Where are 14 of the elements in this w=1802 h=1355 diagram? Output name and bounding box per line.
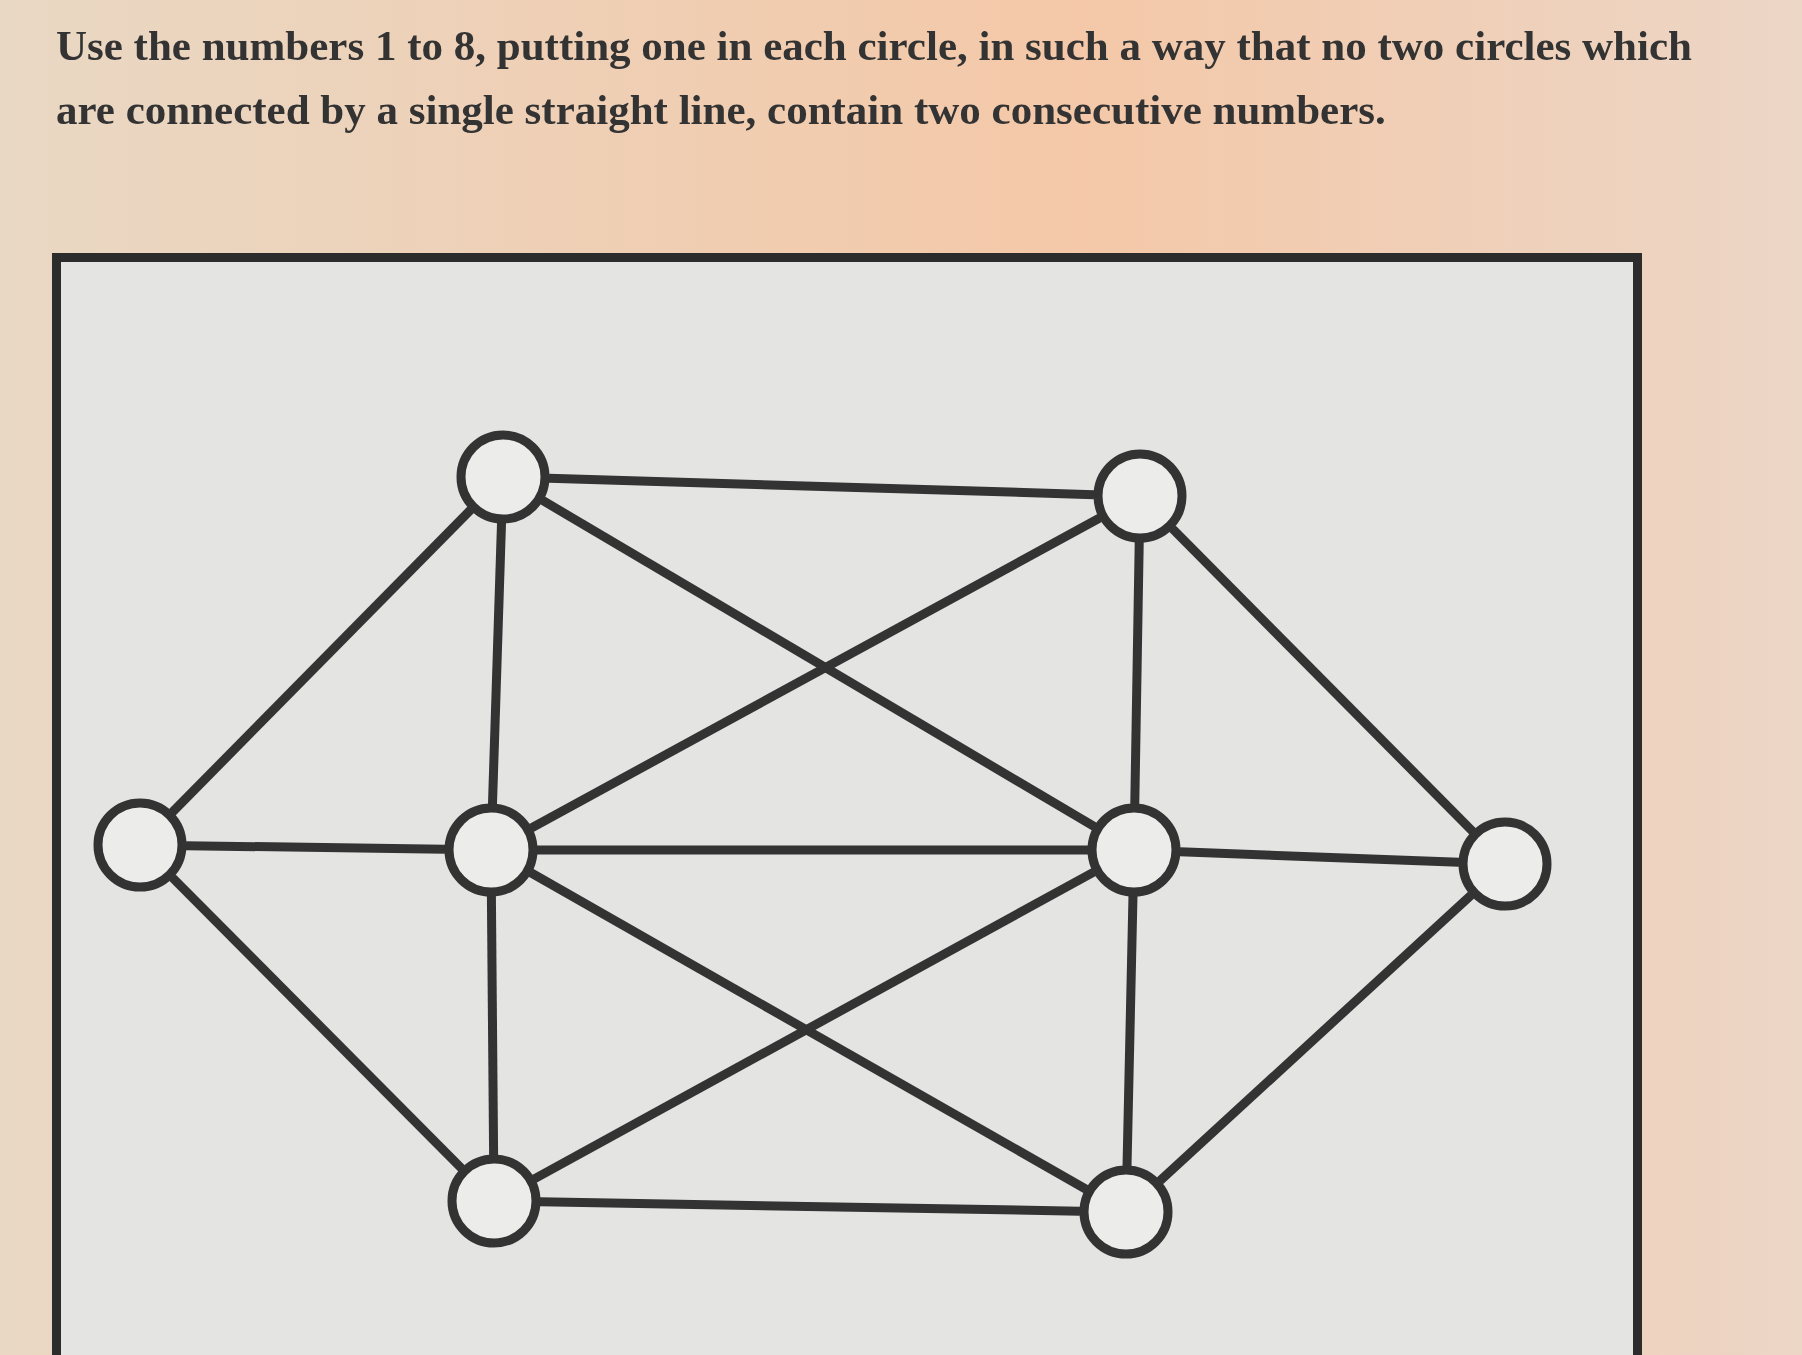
connecting-line — [1179, 847, 1460, 867]
connecting-line — [1169, 525, 1476, 835]
connecting-line — [486, 895, 499, 1156]
connecting-line — [169, 506, 474, 816]
puzzle-instructions: Use the numbers 1 to 8, putting one in each circle, in such a way that no two circles which are connected by a single straight line, contain two consecutive numbers. — [56, 21, 1693, 135]
connecting-line — [539, 1197, 1081, 1216]
connecting-line — [537, 845, 1088, 855]
connecting-line — [488, 522, 506, 805]
connecting-line — [1130, 541, 1144, 805]
connecting-line — [1122, 895, 1138, 1167]
connecting-line — [169, 874, 465, 1172]
connecting-line — [1156, 891, 1475, 1185]
connecting-line — [548, 473, 1095, 500]
connecting-line — [185, 841, 446, 854]
